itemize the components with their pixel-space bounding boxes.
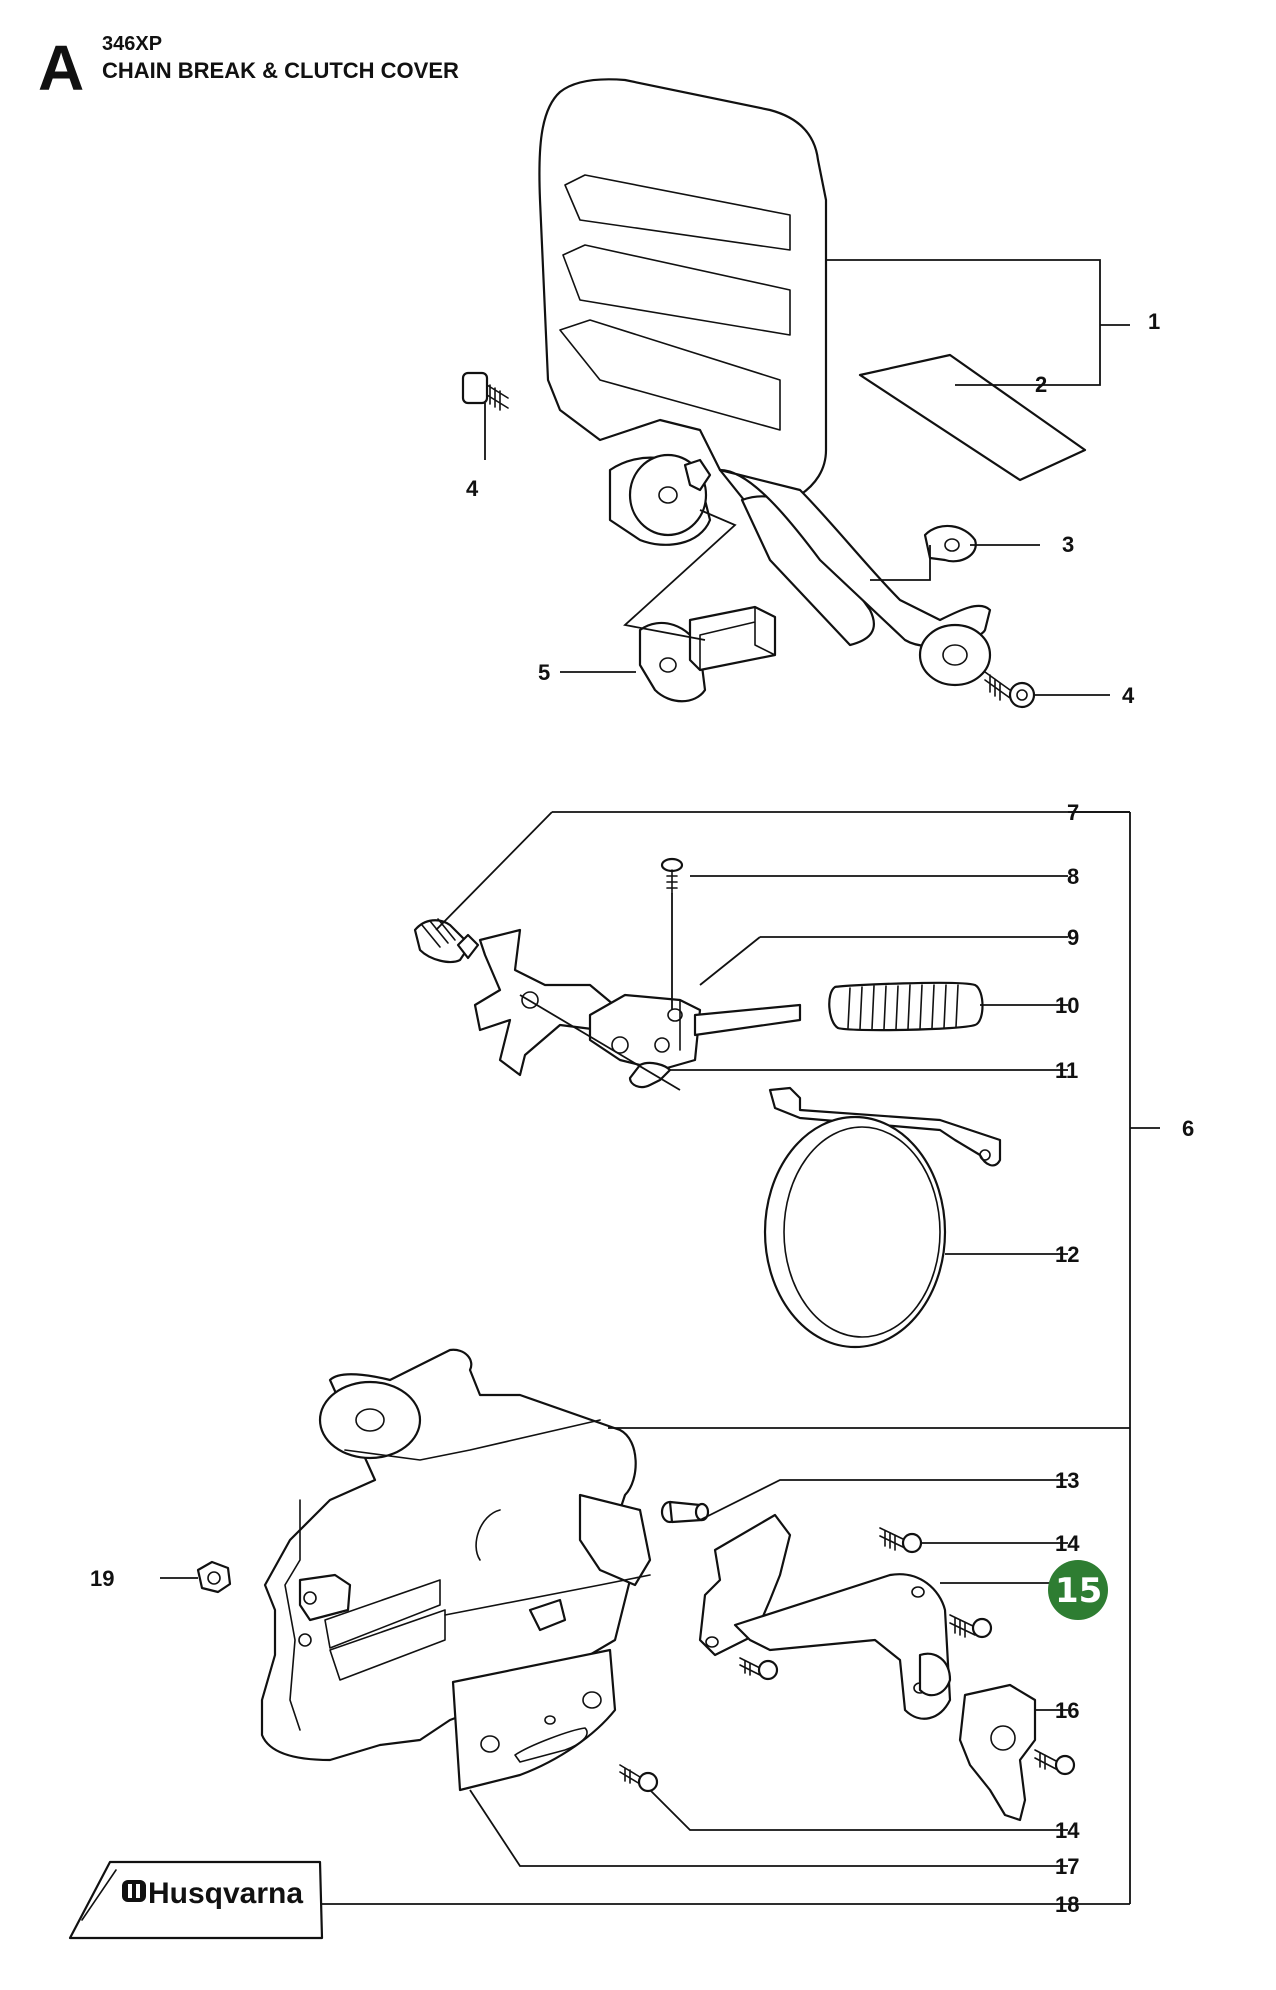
screw-part-14-upper [879,1527,923,1554]
clip-part-11 [628,1061,672,1089]
screw-lower-right [984,671,1036,709]
callout-16: 16 [1055,1698,1079,1723]
screw-upper-left [461,371,509,411]
diagram-title: CHAIN BREAK & CLUTCH COVER [102,58,459,83]
callout-14a: 14 [1055,1531,1080,1556]
section-letter: A [38,32,84,104]
highlight-badge[interactable] [1048,1560,1108,1620]
brand-logo-text: Husqvarna [148,1877,303,1910]
callout-9: 9 [1067,925,1079,950]
highlight-callout-15[interactable]: 15 [1048,1560,1108,1620]
callout-10: 10 [1055,993,1079,1018]
husqvarna-crown-icon [122,1880,146,1902]
washer-part-3 [923,524,977,563]
callout-17: 17 [1055,1854,1079,1879]
model-number: 346XP [102,33,162,55]
brake-band [763,1086,1002,1349]
highlight-label: 15 [1055,1571,1102,1611]
callout-3: 3 [1062,532,1074,557]
spring [828,981,984,1032]
chain-brake-handle [538,78,992,687]
screw-part-14-low [739,1657,779,1681]
clutch-cover [260,1348,652,1762]
chain-catcher-bracket [958,1683,1037,1822]
callout-5: 5 [538,660,550,685]
callout-14b: 14 [1055,1818,1080,1843]
callout-8: 8 [1067,864,1079,889]
brand-logo: Husqvarna [68,1860,324,1940]
callout-6: 6 [1182,1116,1194,1141]
screw-part-14-mid [949,1614,993,1639]
cover-plate [451,1648,617,1792]
small-screw-part-8 [660,857,684,894]
callout-7: 7 [1067,800,1079,825]
callout-12: 12 [1055,1242,1079,1267]
nut-part-19 [196,1560,232,1594]
callout-19: 19 [90,1566,114,1591]
callout-1: 1 [1148,309,1160,334]
screw-part-16 [1034,1749,1076,1776]
callout-4a: 4 [466,476,479,501]
tension-screw [413,918,480,964]
callout-2: 2 [1035,372,1047,397]
decal [858,353,1087,482]
chain-guide-plate [698,1513,952,1720]
callout-11: 11 [1055,1058,1078,1083]
cam-and-block [638,605,777,703]
screw-part-14-bottom [619,1764,659,1793]
brake-lever [473,928,802,1077]
callout-13: 13 [1055,1468,1079,1493]
callout-18: 18 [1055,1892,1079,1917]
callout-4b: 4 [1122,683,1135,708]
pin-part-13 [660,1500,710,1524]
